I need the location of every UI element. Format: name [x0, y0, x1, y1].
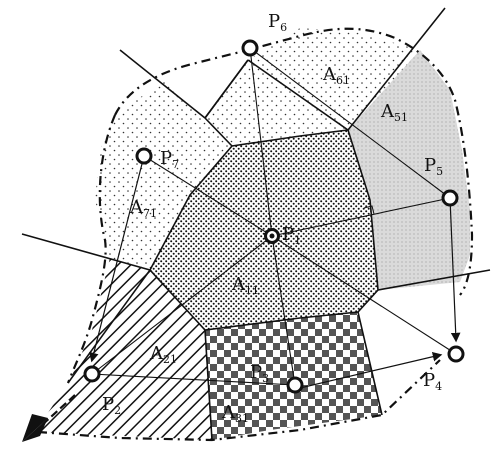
point-p3-marker: [286, 376, 304, 394]
region-a51: [348, 50, 470, 290]
label-a11: A11: [231, 274, 259, 297]
label-p5: P5: [424, 155, 443, 178]
label-p6: P6: [268, 11, 287, 34]
region-a21: [35, 258, 212, 440]
label-p4: P4: [423, 370, 442, 393]
point-p4-marker: [447, 345, 465, 363]
point-p6-marker: [241, 39, 259, 57]
generator-points: [83, 39, 465, 394]
region-a71: [95, 80, 232, 270]
delaunay-links: [91, 47, 457, 386]
exit-arrow: [22, 394, 76, 442]
point-p2-marker: [83, 365, 101, 383]
outer-boundary-left: [66, 114, 117, 384]
outer-boundary: [114, 27, 474, 296]
label-a61: A61: [322, 64, 350, 87]
label-a51: A51: [380, 101, 408, 124]
label-p1: P1: [282, 224, 301, 247]
label-a31: A31: [221, 402, 249, 425]
point-p7-marker: [135, 147, 153, 165]
label-p3: P3: [250, 362, 269, 385]
arrow-lines: [89, 155, 461, 389]
outer-boundary-bottom: [37, 359, 441, 442]
point-p5-marker: [441, 189, 459, 207]
region-a61: [205, 28, 440, 146]
label-a21: A21: [149, 343, 177, 366]
voronoi-edges: [21, 7, 491, 441]
label-p2: P2: [102, 394, 121, 417]
region-a11: [150, 130, 378, 330]
label-a71: A71: [129, 197, 157, 220]
right-angle-marker: [363, 205, 375, 215]
label-p7: P7: [160, 148, 179, 171]
